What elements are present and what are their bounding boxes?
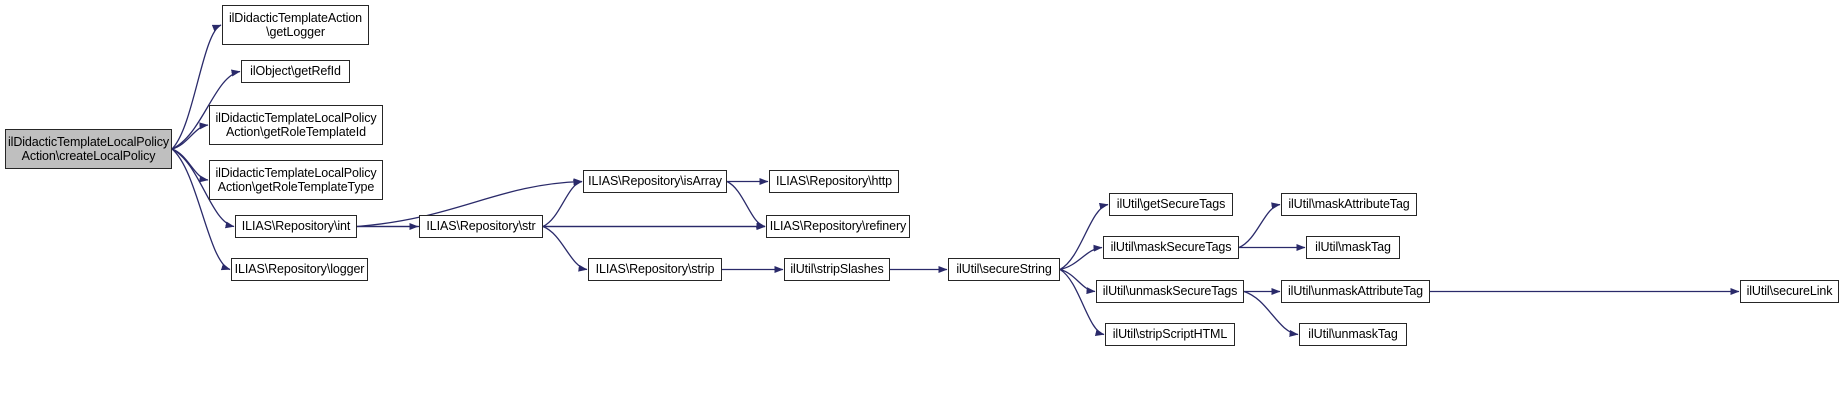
graph-node-label: ILIAS\Repository\logger (234, 262, 365, 277)
graph-node-getRoleTemplateType[interactable]: ilDidacticTemplateLocalPolicy Action\get… (209, 160, 383, 200)
graph-node-label: ilUtil\unmaskTag (1308, 327, 1398, 342)
graph-node-label: ilObject\getRefId (250, 64, 341, 79)
graph-node-label: ilUtil\getSecureTags (1116, 197, 1226, 212)
graph-node-int[interactable]: ILIAS\Repository\int (235, 215, 357, 238)
graph-node-label: ilUtil\unmaskSecureTags (1102, 284, 1238, 299)
graph-node-strip[interactable]: ILIAS\Repository\strip (588, 258, 722, 281)
graph-node-stripSlashes[interactable]: ilUtil\stripSlashes (784, 258, 890, 281)
graph-node-createLocalPolicy[interactable]: ilDidacticTemplateLocalPolicy Action\cre… (5, 129, 172, 169)
graph-edge-createLocalPolicy-to-getRoleTemplateType (171, 148, 209, 183)
graph-node-http[interactable]: ILIAS\Repository\http (769, 170, 899, 193)
graph-node-label: ILIAS\Repository\str (426, 219, 536, 234)
graph-edge-secureString-to-unmaskSecureTags (1059, 268, 1096, 295)
graph-node-maskAttributeTag[interactable]: ilUtil\maskAttributeTag (1281, 193, 1417, 216)
graph-edge-createLocalPolicy-to-getRoleTemplateId (171, 122, 209, 150)
graph-node-maskSecureTags[interactable]: ilUtil\maskSecureTags (1103, 236, 1239, 259)
graph-edge-isArray-to-refinery (726, 180, 766, 229)
graph-node-label: ilUtil\maskSecureTags (1110, 240, 1232, 255)
graph-node-secureLink[interactable]: ilUtil\secureLink (1740, 280, 1839, 303)
graph-node-label: ilUtil\secureLink (1746, 284, 1833, 299)
graph-node-label: ilUtil\stripSlashes (790, 262, 884, 277)
graph-node-label: ilUtil\maskTag (1315, 240, 1391, 255)
graph-node-str[interactable]: ILIAS\Repository\str (419, 215, 543, 238)
graph-node-getRefId[interactable]: ilObject\getRefId (241, 60, 350, 83)
graph-node-getRoleTemplateId[interactable]: ilDidacticTemplateLocalPolicy Action\get… (209, 105, 383, 145)
graph-node-label: ILIAS\Repository\int (241, 219, 351, 234)
graph-node-getSecureTags[interactable]: ilUtil\getSecureTags (1109, 193, 1233, 216)
graph-node-label: ILIAS\Repository\strip (595, 262, 715, 277)
graph-node-label: ILIAS\Repository\refinery (769, 219, 907, 234)
graph-node-unmaskTag[interactable]: ilUtil\unmaskTag (1299, 323, 1407, 346)
graph-node-stripScriptHTML[interactable]: ilUtil\stripScriptHTML (1105, 323, 1235, 346)
graph-node-logger[interactable]: ILIAS\Repository\logger (231, 258, 368, 281)
graph-node-label: ILIAS\Repository\http (775, 174, 892, 189)
graph-edge-str-to-isArray (542, 179, 583, 228)
graph-node-label: ilDidacticTemplateLocalPolicy Action\get… (215, 165, 377, 195)
graph-node-maskTag[interactable]: ilUtil\maskTag (1306, 236, 1400, 259)
graph-node-refinery[interactable]: ILIAS\Repository\refinery (766, 215, 910, 238)
graph-node-label: ilUtil\maskAttributeTag (1288, 197, 1410, 212)
graph-node-label: ilUtil\unmaskAttributeTag (1287, 284, 1424, 299)
graph-edge-secureString-to-getSecureTags (1059, 202, 1109, 271)
graph-node-isArray[interactable]: ILIAS\Repository\isArray (583, 170, 727, 193)
graph-node-label: ilDidacticTemplateAction \getLogger (228, 10, 363, 40)
graph-node-label: ilUtil\secureString (956, 262, 1052, 277)
graph-edge-str-to-strip (542, 225, 588, 272)
graph-edge-maskSecureTags-to-maskAttributeTag (1238, 202, 1281, 249)
graph-node-getLogger[interactable]: ilDidacticTemplateAction \getLogger (222, 5, 369, 45)
graph-node-label: ilDidacticTemplateLocalPolicy Action\cre… (7, 134, 170, 164)
graph-node-label: ilUtil\stripScriptHTML (1112, 327, 1228, 342)
graph-edge-secureString-to-maskSecureTags (1059, 244, 1103, 271)
graph-node-unmaskAttributeTag[interactable]: ilUtil\unmaskAttributeTag (1281, 280, 1430, 303)
graph-node-secureString[interactable]: ilUtil\secureString (948, 258, 1060, 281)
graph-node-label: ILIAS\Repository\isArray (588, 174, 722, 189)
graph-node-unmaskSecureTags[interactable]: ilUtil\unmaskSecureTags (1096, 280, 1244, 303)
graph-node-label: ilDidacticTemplateLocalPolicy Action\get… (215, 110, 377, 140)
